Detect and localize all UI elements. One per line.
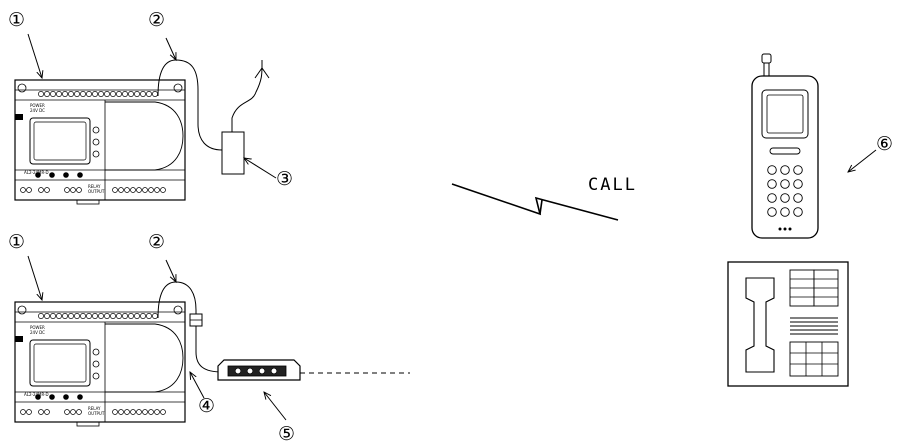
modem-wire xyxy=(231,65,263,132)
plc-model-label: AL2-24MR-D xyxy=(24,170,49,175)
plc-output-label: OUTPUT xyxy=(88,189,105,194)
leader-1-bottom xyxy=(27,255,42,300)
plc-power-spec-2: 24V DC xyxy=(30,330,45,335)
leader-6 xyxy=(848,149,877,172)
cable-bottom xyxy=(157,281,223,373)
leader-1-top xyxy=(27,33,42,78)
plc-relay-label: RELAY xyxy=(88,184,101,189)
leader-4 xyxy=(190,372,205,399)
plc-power-spec: 24V DC xyxy=(30,108,45,113)
callout-6: ⑥ xyxy=(876,133,893,155)
mobile-phone xyxy=(751,53,819,239)
plc-relay-label-2: RELAY xyxy=(88,406,101,411)
leader-2-bottom xyxy=(165,259,176,282)
callout-2-bottom: ② xyxy=(148,231,165,253)
interface-adapter xyxy=(217,359,301,381)
leader-2-top xyxy=(165,37,176,60)
cable-top xyxy=(157,59,223,151)
callout-3: ③ xyxy=(276,168,293,190)
call-label: CALL xyxy=(588,175,637,195)
antenna-tip xyxy=(254,60,270,79)
plc-model-label-2: AL2-24MR-D xyxy=(24,392,49,397)
callout-2-top: ② xyxy=(148,9,165,31)
modem-box xyxy=(221,131,245,175)
callout-5: ⑤ xyxy=(278,423,295,445)
leader-5 xyxy=(264,392,287,421)
callout-1-bottom: ① xyxy=(8,231,25,253)
lightning-bolt xyxy=(451,183,619,221)
plc-unit-top: POWER 24V DC AL2-24MR-D RELAY OUTPUT xyxy=(14,79,186,205)
plc-unit-bottom: POWER 24V DC AL2-24MR-D RELAY OUTPUT xyxy=(14,301,186,427)
plc-power-label-2: POWER xyxy=(30,325,45,330)
callout-4: ④ xyxy=(198,395,215,417)
desk-telephone xyxy=(727,261,849,387)
plc-power-label: POWER xyxy=(30,103,45,108)
plc-output-label-2: OUTPUT xyxy=(88,411,105,416)
callout-1-top: ① xyxy=(8,9,25,31)
leader-3 xyxy=(244,158,277,179)
